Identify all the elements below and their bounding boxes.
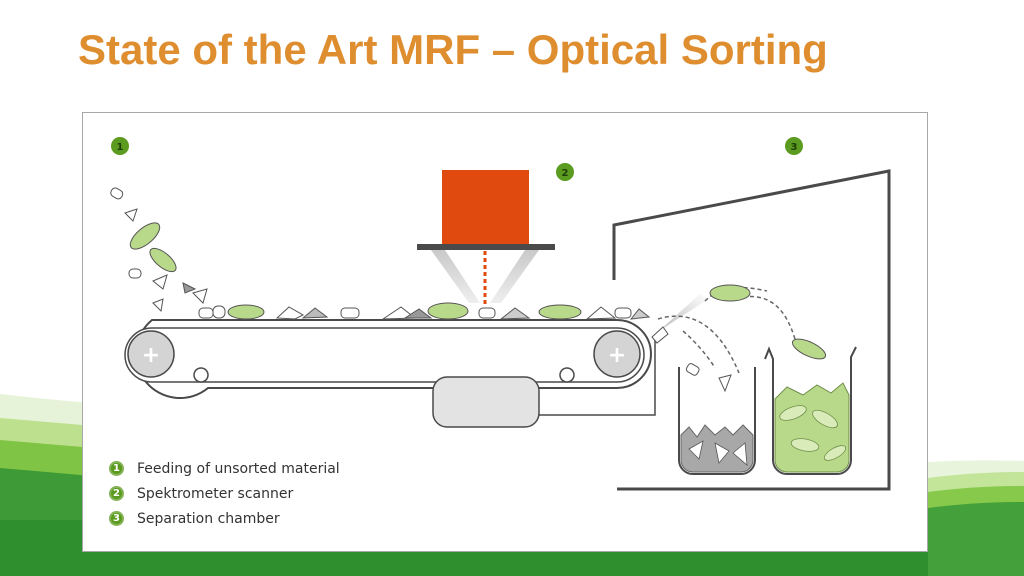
feed-material [110,187,208,313]
slide-title: State of the Art MRF – Optical Sorting [78,26,828,73]
legend-badge-1: 1 [109,461,124,476]
legend-item-separation: 3 Separation chamber [109,506,340,531]
svg-text:2: 2 [562,168,569,179]
ejected-items [685,284,827,393]
conveyor-belt: + + [124,319,652,400]
pulley-left-symbol: + [142,343,160,368]
step-marker-2: 2 [556,163,574,181]
legend-label-scanner: Spektrometer scanner [137,485,294,502]
diagram-legend: 1 Feeding of unsorted material 2 Spektro… [109,456,340,531]
legend-item-scanner: 2 Spektrometer scanner [109,481,340,506]
material-on-belt [198,302,651,320]
plastic-bin [764,346,857,475]
reject-bin [678,367,756,475]
step-marker-3: 3 [785,137,803,155]
step-marker-1: 1 [111,137,129,155]
trajectories [657,286,796,374]
legend-badge-2: 2 [109,486,124,501]
optical-sorting-diagram: 1 2 3 + + [82,112,928,552]
sorting-illustration: 1 2 3 + + [110,137,891,491]
legend-label-feeding: Feeding of unsorted material [137,460,340,477]
spectrometer-scanner [417,170,555,307]
legend-badge-3: 3 [109,511,124,526]
svg-text:1: 1 [117,142,124,153]
legend-label-separation: Separation chamber [137,510,280,527]
compressor-unit [432,337,656,428]
pulley-right-symbol: + [608,343,626,368]
separation-hood [612,169,891,491]
air-jet-nozzle [651,293,707,344]
svg-text:3: 3 [791,142,798,153]
legend-item-feeding: 1 Feeding of unsorted material [109,456,340,481]
